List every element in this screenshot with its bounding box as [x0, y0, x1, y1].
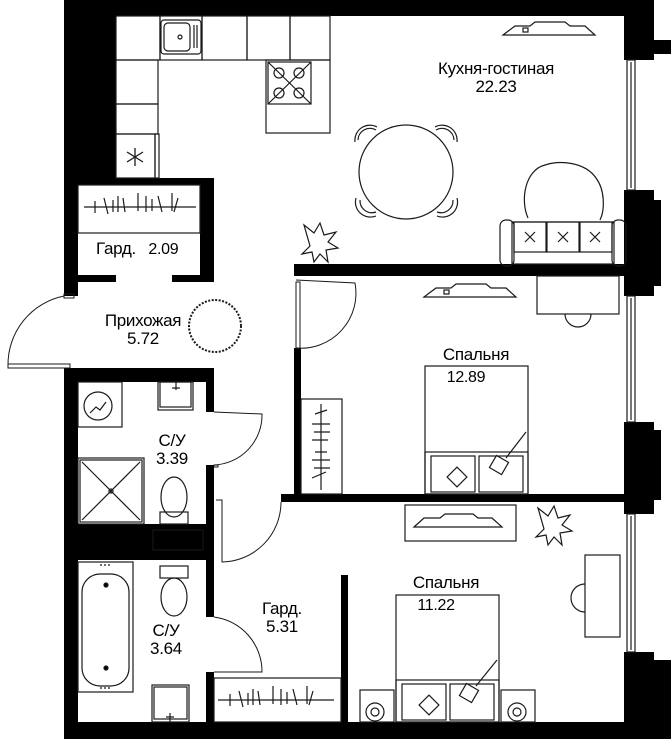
- wardrobe-rail-icon: [213, 677, 342, 723]
- room-area: 2.09: [148, 241, 179, 258]
- room-area: 3.64: [150, 639, 182, 658]
- room-label-bedroom-2: Спальня 11.22: [412, 573, 480, 615]
- sofa-icon: [499, 162, 627, 267]
- boiler-icon: [77, 381, 123, 428]
- room-name: Спальня: [442, 345, 510, 364]
- washbasin-icon: [151, 684, 190, 723]
- desk-icon: [570, 554, 621, 638]
- tv-icon: [404, 504, 517, 542]
- room-name: Гард.: [96, 239, 136, 258]
- bathtub-icon: [77, 561, 134, 693]
- room-label-wardrobe-large: Гард. 5.31: [262, 600, 302, 636]
- room-name: Прихожая: [104, 311, 182, 330]
- kitchen-cabinets: [115, 15, 331, 179]
- washbasin-icon: [157, 381, 194, 411]
- room-name: Спальня: [412, 573, 480, 592]
- room-area: 12.89: [446, 369, 486, 386]
- tv-icon: [501, 21, 597, 36]
- room-name: С/У: [152, 621, 180, 640]
- room-label-bathroom-1: С/У 3.39: [156, 432, 188, 468]
- room-area: 5.31: [266, 617, 298, 636]
- bed-icon: [424, 365, 529, 495]
- shower-icon: [77, 457, 145, 525]
- toilet-icon: [159, 565, 189, 617]
- desk-icon: [536, 275, 620, 328]
- bed-icon: [359, 594, 536, 723]
- room-area: 22.23: [475, 77, 517, 96]
- windows: [626, 59, 636, 653]
- sink-icon: [160, 19, 202, 55]
- doors: [7, 279, 357, 673]
- room-name: Гард.: [262, 599, 302, 618]
- room-area: 3.39: [156, 449, 188, 468]
- wardrobe-rail-icon: [300, 398, 343, 495]
- room-label-bedroom-1: Спальня 12.89: [442, 345, 510, 387]
- room-name: Кухня-гостиная: [437, 59, 555, 78]
- room-label-hallway: Прихожая 5.72: [104, 311, 182, 348]
- toilet-icon: [152, 529, 204, 551]
- room-area: 11.22: [417, 597, 455, 614]
- room-area: 5.72: [127, 329, 159, 348]
- wardrobe-rail-icon: [77, 184, 201, 234]
- walls: [64, 0, 671, 739]
- round-mirror-icon: [188, 299, 242, 353]
- room-label-bathroom-2: С/У 3.64: [150, 622, 182, 658]
- room-name: С/У: [158, 431, 186, 450]
- plant-icon: [300, 221, 340, 264]
- tv-icon: [422, 283, 518, 298]
- room-label-wardrobe-small: Гард. 2.09: [96, 239, 179, 259]
- stove-icon: [267, 61, 312, 105]
- dining-table-icon: [354, 124, 459, 220]
- room-label-kitchen-living: Кухня-гостиная 22.23: [438, 60, 554, 96]
- snowflake-icon: [126, 148, 144, 166]
- plant-icon: [534, 504, 574, 547]
- toilet-icon: [159, 476, 189, 525]
